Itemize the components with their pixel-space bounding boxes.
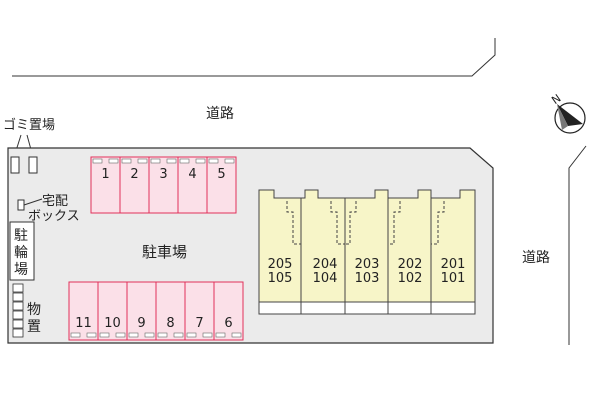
parking-space: 1 <box>90 156 121 214</box>
top-road-edge <box>12 38 496 77</box>
parking-space-number: 3 <box>159 167 167 182</box>
parking-space-number: 5 <box>217 167 225 182</box>
garbage-bin <box>10 156 20 174</box>
delivery-box <box>17 199 25 211</box>
parking-space-number: 4 <box>188 167 196 182</box>
apartment-building: 205 105 204 104 203 103 202 102 <box>258 189 476 315</box>
parking-space: 3 <box>148 156 179 214</box>
parking-space-number: 6 <box>224 316 232 331</box>
bicycle-parking-char: 駐 <box>14 228 28 244</box>
parking-space: 10 <box>97 281 128 341</box>
unit-number-upper: 205 <box>268 257 293 272</box>
delivery-box-label-line1: 宅配 <box>42 194 68 209</box>
north-compass-icon: N <box>549 92 586 134</box>
parking-space-number: 9 <box>137 316 145 331</box>
bicycle-parking-char: 輪 <box>14 244 28 261</box>
bicycle-parking <box>9 221 35 281</box>
top-road-label: 道路 <box>206 106 234 122</box>
north-label: N <box>549 92 563 107</box>
parking-space: 8 <box>155 281 186 341</box>
parking-space: 6 <box>213 281 244 341</box>
right-road-edge <box>568 145 587 345</box>
storage-char: 置 <box>27 319 41 335</box>
parking-space: 7 <box>184 281 215 341</box>
delivery-box-label-line2: ボックス <box>28 209 80 224</box>
apartment-unit: 204 104 <box>300 189 346 315</box>
parking-space-number: 7 <box>195 316 203 331</box>
parking-space-number: 2 <box>130 167 138 182</box>
apartment-unit: 201 101 <box>430 189 476 315</box>
parking-space-number: 10 <box>104 316 121 331</box>
unit-number-lower: 102 <box>398 271 423 286</box>
bicycle-parking-char: 場 <box>14 262 28 278</box>
parking-lot-label: 駐車場 <box>142 243 187 261</box>
garbage-bin <box>28 156 38 174</box>
parking-space-number: 8 <box>166 316 174 331</box>
unit-number-lower: 104 <box>313 271 338 286</box>
unit-number-upper: 203 <box>355 257 380 272</box>
apartment-unit: 202 102 <box>387 189 432 315</box>
apartment-unit: 205 105 <box>258 189 302 315</box>
storage-char: 物 <box>27 302 41 318</box>
parking-space-number: 11 <box>75 316 92 331</box>
delivery-box-pointer <box>23 198 43 206</box>
garbage-area-label: ゴミ置場 <box>3 117 55 133</box>
parking-space: 4 <box>177 156 208 214</box>
parking-space: 9 <box>126 281 157 341</box>
unit-number-lower: 105 <box>268 271 293 286</box>
unit-number-upper: 202 <box>398 257 423 272</box>
unit-number-upper: 201 <box>441 257 466 272</box>
parking-space: 5 <box>206 156 237 214</box>
right-road-label: 道路 <box>522 250 550 266</box>
parking-space: 11 <box>68 281 99 341</box>
apartment-unit: 203 103 <box>344 189 389 315</box>
parking-space: 2 <box>119 156 150 214</box>
parking-space-number: 1 <box>101 167 109 182</box>
unit-number-lower: 103 <box>355 271 380 286</box>
storage-shelves <box>12 283 24 338</box>
unit-number-lower: 101 <box>441 271 466 286</box>
parking-row-bottom: 11 10 9 8 7 6 <box>68 281 244 341</box>
unit-number-upper: 204 <box>313 257 338 272</box>
parking-row-top: 1 2 3 4 5 <box>90 156 237 214</box>
